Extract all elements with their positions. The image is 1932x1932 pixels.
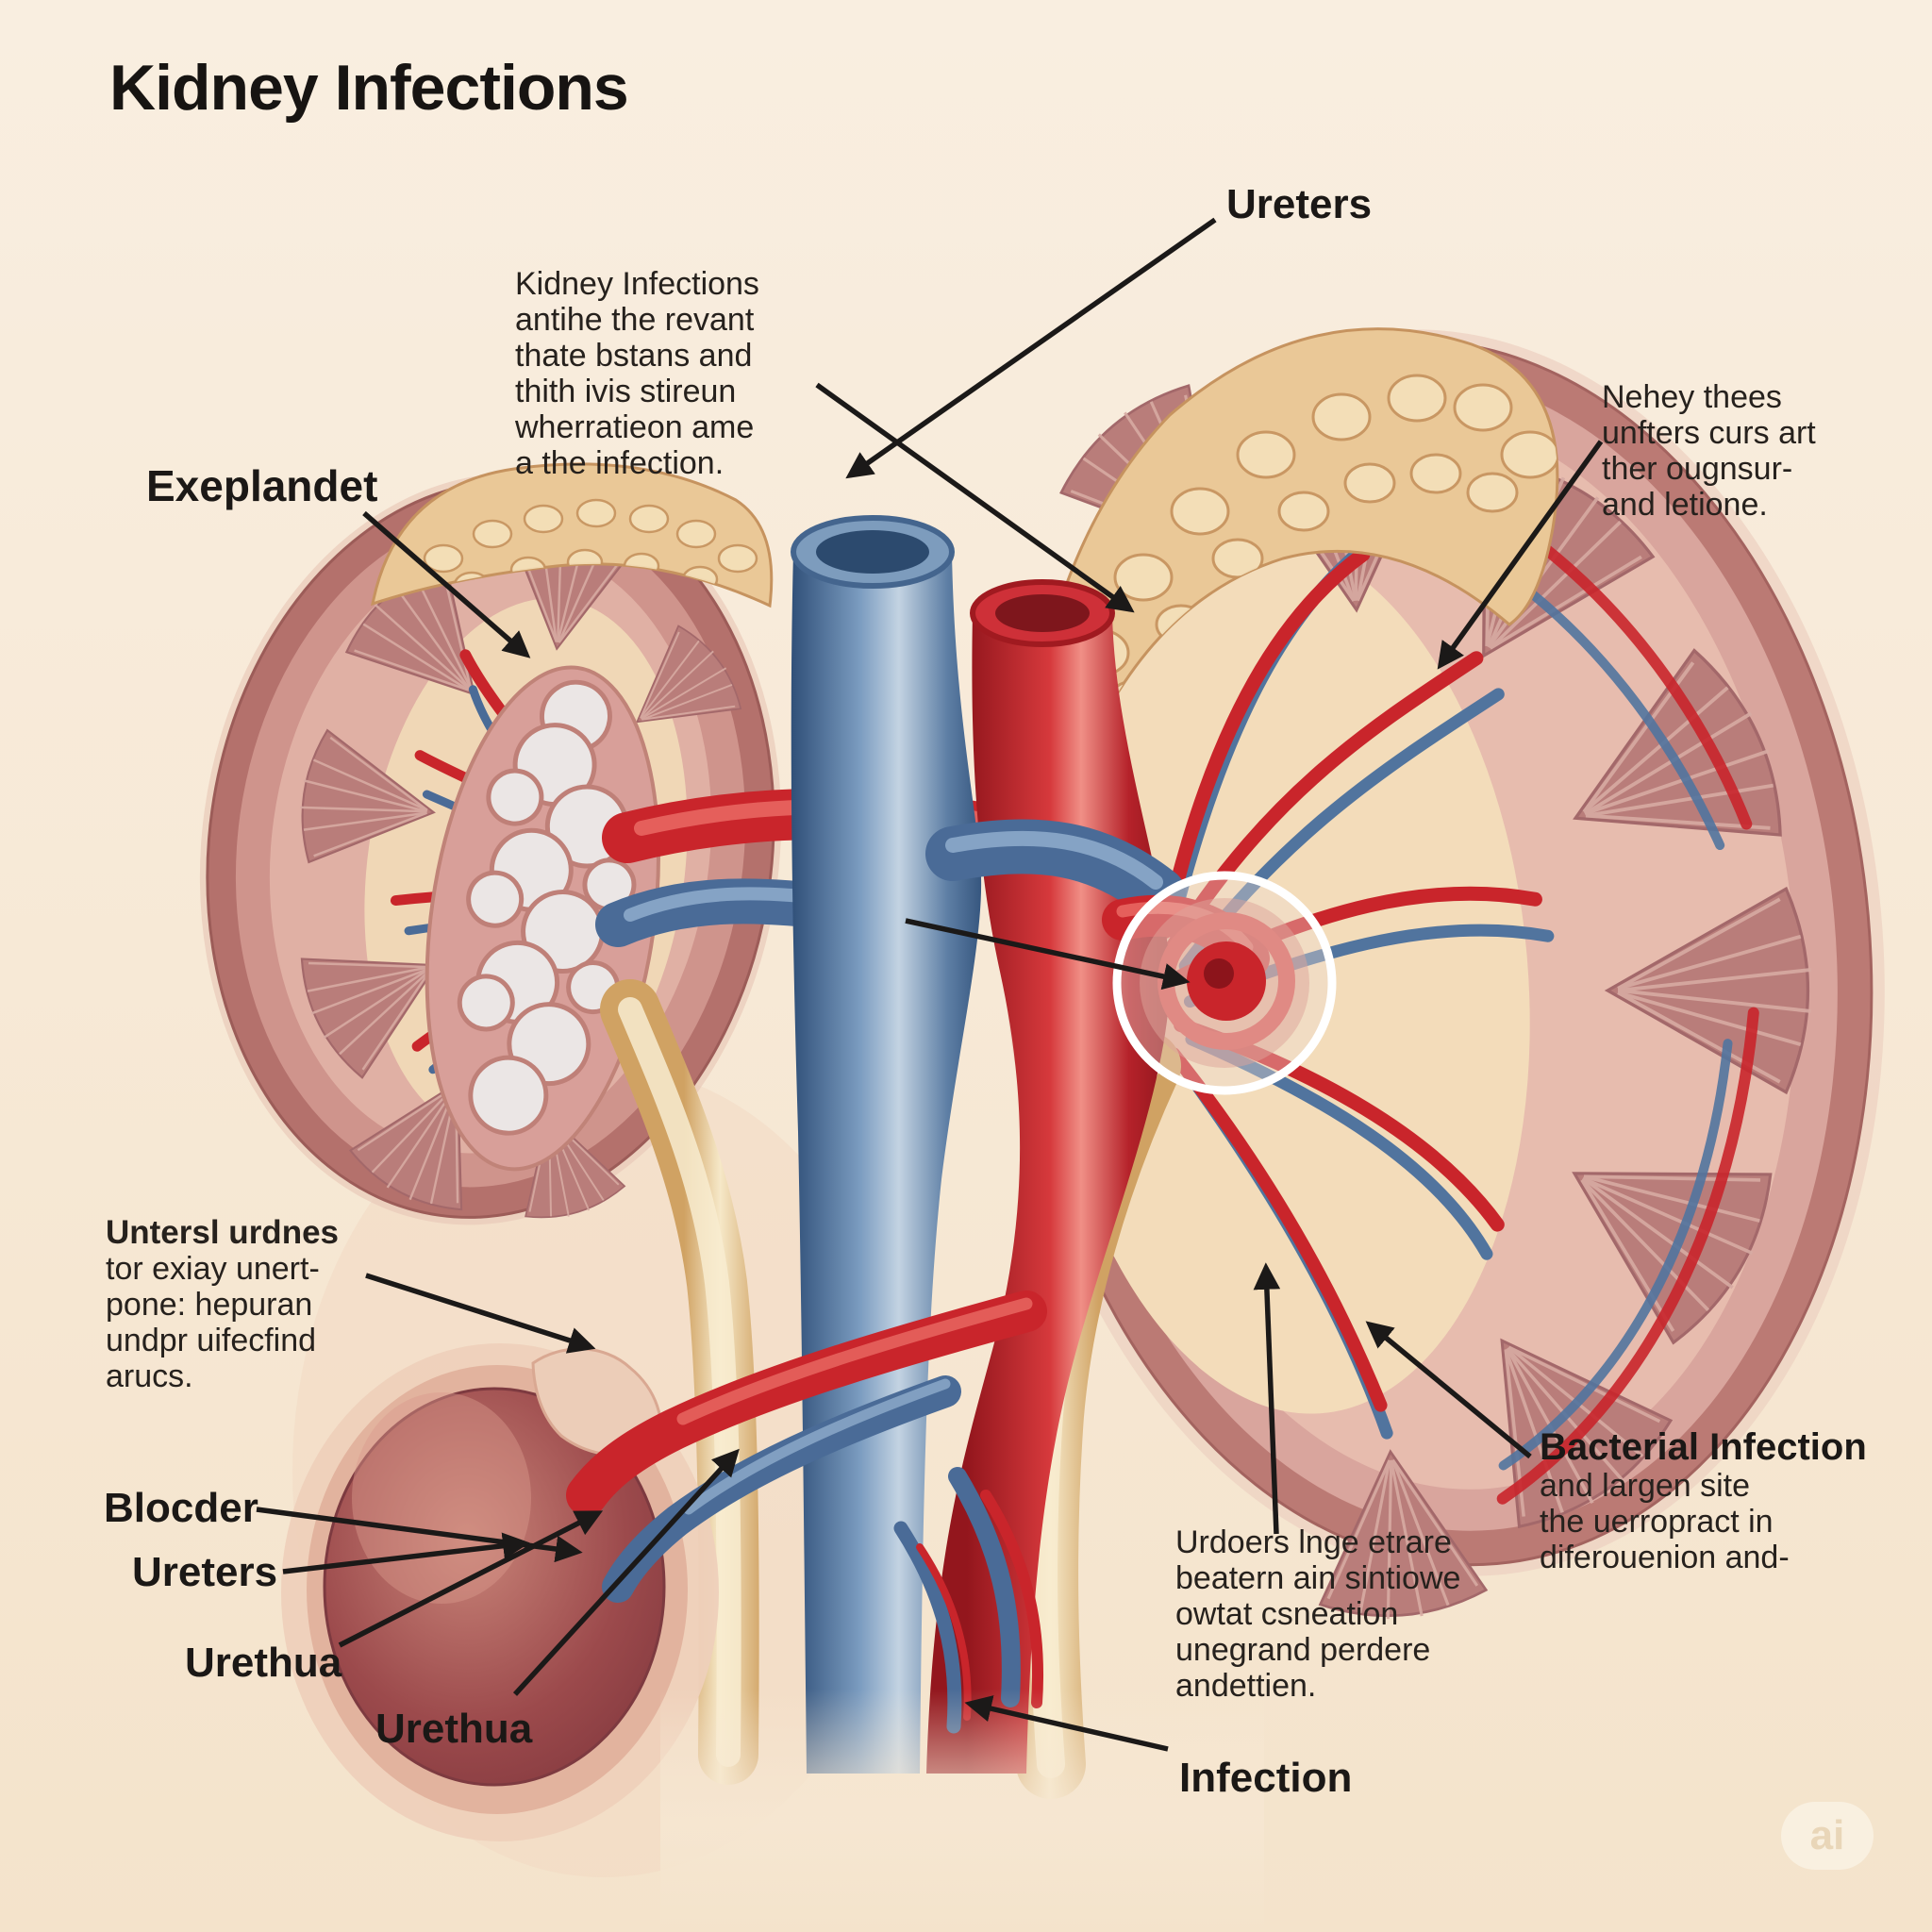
leader-urethua-lower — [512, 1448, 740, 1696]
paragraph-line: the uerropract in — [1540, 1504, 1774, 1540]
paragraph-line: and letione. — [1602, 487, 1768, 523]
paragraph-line: unegrand perdere — [1175, 1632, 1431, 1668]
paragraph-line: wherratieon ame — [515, 409, 755, 445]
paragraph-line: unfters curs art — [1602, 415, 1816, 451]
paragraph-line: diferouenion and- — [1540, 1540, 1790, 1575]
leader-kidney-note — [815, 382, 1135, 613]
page-title: Kidney Infections — [109, 52, 629, 124]
infection-highlight-circle — [1112, 871, 1337, 1095]
leader-unters-note — [365, 1273, 596, 1354]
leader-lines — [256, 217, 1604, 1752]
paragraph-line: andettien. — [1175, 1668, 1317, 1704]
nehey-note-paragraph: Nehey thees unfters curs art ther ougnsu… — [1602, 379, 1816, 523]
paragraph-line: thate bstans and — [515, 338, 753, 374]
label-urethua-upper: Urethua — [185, 1640, 342, 1686]
left-adrenal-gland — [371, 462, 774, 608]
kidney-note-paragraph: Kidney Infections antihe the revant that… — [515, 266, 759, 481]
label-bacterial-infection: Bacterial Infection — [1540, 1426, 1867, 1468]
paragraph-line: undpr uifecfind — [106, 1323, 317, 1358]
leader-nehey-note — [1437, 440, 1604, 670]
leader-exeplandet — [362, 510, 531, 658]
paragraph-line: Kidney Infections — [515, 266, 759, 302]
paragraph-line: antihe the revant — [515, 302, 755, 338]
right-kidney — [1002, 329, 1885, 1626]
leader-urethua-upper — [338, 1510, 604, 1648]
label-ureters-bottom: Ureters — [132, 1549, 278, 1595]
left-kidney-infected-pelvis — [425, 665, 660, 1172]
unters-note-paragraph: Untersl urdnes tor exiay unert- pone: he… — [106, 1214, 339, 1395]
paragraph-line: ther ougnsur- — [1602, 451, 1793, 487]
paragraph-line: arucs. — [106, 1358, 193, 1394]
paragraph-line: thith ivis stireun — [515, 374, 737, 409]
label-infection: Infection — [1179, 1755, 1353, 1801]
label-urethua-lower: Urethua — [375, 1706, 533, 1752]
ai-watermark-badge: ai — [1781, 1802, 1874, 1870]
leader-infection — [964, 1695, 1169, 1752]
bacterial-note-paragraph: Bacterial Infection and largen site the … — [1540, 1426, 1867, 1575]
urdoers-note-paragraph: Urdoers lnge etrare beatern ain sintiowe… — [1175, 1524, 1460, 1704]
paragraph-line: beatern ain sintiowe — [1175, 1560, 1461, 1596]
paragraph-line: tor exiay unert- — [106, 1251, 320, 1287]
paragraph-line: Urdoers lnge etrare — [1175, 1524, 1452, 1560]
label-exeplandet: Exeplandet — [146, 461, 378, 510]
aorta — [926, 579, 1171, 1774]
leader-ureters-bottom — [282, 1532, 530, 1574]
leader-urdoers-note — [1253, 1262, 1281, 1535]
leader-infection-site — [905, 918, 1191, 991]
paragraph-line: and largen site — [1540, 1468, 1751, 1504]
vessel-fade — [660, 1689, 1264, 1932]
label-ureters-top: Ureters — [1226, 181, 1373, 227]
left-kidney — [199, 473, 782, 1230]
leader-ureters-top — [845, 217, 1217, 479]
paragraph-line: Untersl urdnes — [106, 1214, 339, 1251]
paragraph-line: pone: hepuran — [106, 1287, 313, 1323]
paragraph-line: Nehey thees — [1602, 379, 1782, 415]
left-ureter — [600, 979, 759, 1785]
paragraph-line: owtat csneation — [1175, 1596, 1399, 1632]
leader-bacterial — [1365, 1321, 1532, 1459]
paragraph-line: a the infection. — [515, 445, 724, 481]
label-blocder: Blocder — [104, 1485, 258, 1531]
